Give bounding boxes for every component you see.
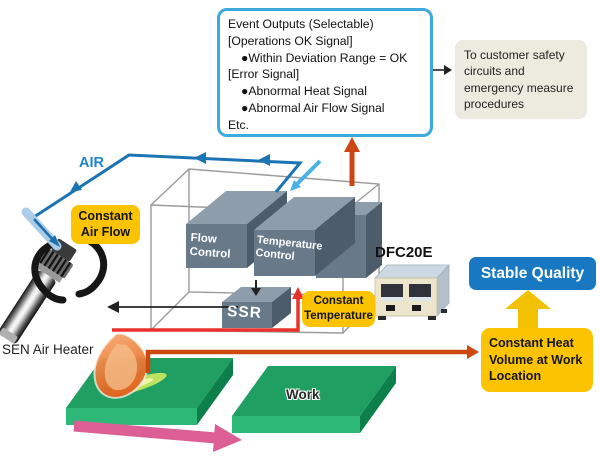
hot-air-flame: [93, 332, 149, 399]
event-outputs-box: Event Outputs (Selectable) [Operations O…: [217, 8, 433, 137]
event-line: ●Abnormal Air Flow Signal: [241, 100, 385, 115]
result-up-arrow: [505, 290, 551, 330]
event-to-customer-arrow: [432, 65, 452, 75]
temperature-control-block: [254, 197, 355, 276]
conveyor-arrow: [73, 420, 242, 452]
event-line: ●Within Deviation Range = OK: [241, 50, 408, 65]
dfc20e-device: [374, 263, 450, 320]
work-piece-2: [232, 366, 396, 433]
air-label: AIR: [79, 155, 104, 171]
temp-to-ssr-arrow: [251, 280, 261, 296]
stable-quality-badge: Stable Quality: [469, 257, 596, 290]
ssr-to-heater-arrow: [107, 301, 238, 313]
air-inlet-arrow: [290, 159, 322, 191]
constant-heat-volume-label: Constant Heat Volume at Work Location: [481, 328, 593, 392]
event-line: [Operations OK Signal]: [228, 33, 353, 48]
customer-note: To customer safety circuits and emergenc…: [455, 40, 587, 120]
flow-control-label: Flow Control: [189, 231, 231, 261]
event-line: [Error Signal]: [228, 67, 300, 82]
temperature-feedback-line: [112, 287, 304, 332]
dfc20e-label: DFC20E: [375, 244, 433, 261]
clamp-claw: [31, 239, 67, 304]
event-line: ●Abnormal Heat Signal: [241, 84, 367, 99]
work-label: Work: [286, 387, 320, 402]
ssr-block: [222, 287, 291, 328]
air-flow-line: [33, 152, 304, 219]
sen-air-heater-label: SEN Air Heater: [2, 342, 94, 357]
constant-temperature-label: Constant Temperature: [302, 291, 375, 327]
heat-volume-line: [145, 345, 479, 373]
event-line: Event Outputs (Selectable): [228, 17, 374, 31]
constant-air-flow-label: Constant Air Flow: [71, 205, 140, 245]
event-output-arrow: [344, 137, 360, 186]
event-line: Etc.: [228, 117, 249, 132]
ssr-label: SSR: [226, 303, 263, 322]
sen-air-heater: [0, 207, 108, 344]
